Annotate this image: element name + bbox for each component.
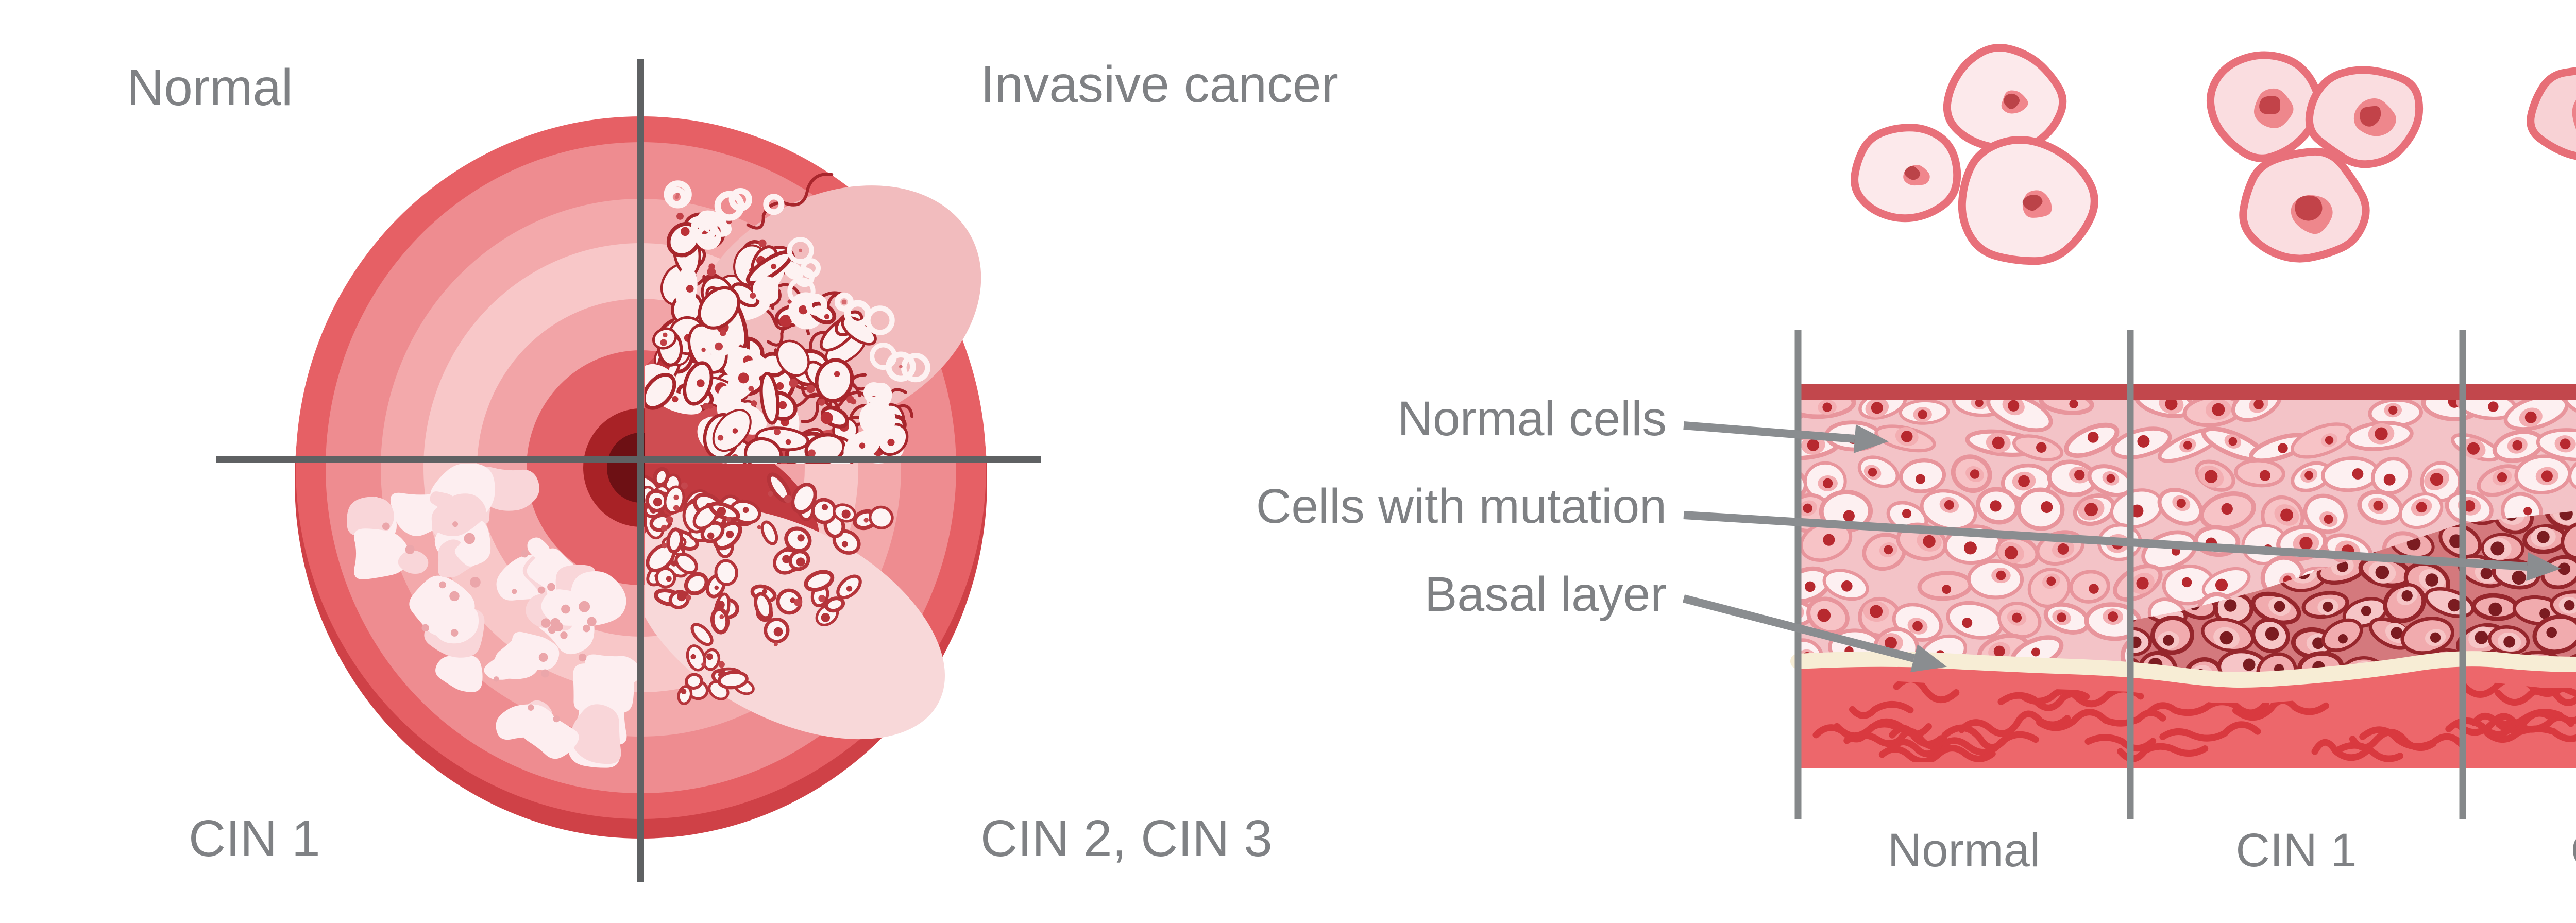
annotation-normal-cells: Normal cells xyxy=(1397,391,1667,446)
stage-label-cin2: CIN 2 xyxy=(2425,826,2576,876)
cell-cluster-cin2 xyxy=(2527,67,2576,160)
crosshair-vertical xyxy=(637,59,644,882)
annotation-basal-layer: Basal layer xyxy=(1425,567,1667,622)
quadrant-label-normal: Normal xyxy=(127,59,293,116)
quadrant-label-cin2-cin3: CIN 2, CIN 3 xyxy=(980,810,1273,867)
annotation-arrow xyxy=(1910,644,1947,673)
annotation-arrow xyxy=(2526,552,2561,581)
column-divider xyxy=(2127,330,2134,819)
column-divider xyxy=(2459,330,2466,819)
annotation-arrow xyxy=(1853,424,1889,453)
stage-label-cin1: CIN 1 xyxy=(2235,824,2357,877)
histology-panel xyxy=(1682,330,2576,819)
invasive-cancer-texture xyxy=(645,173,981,464)
cervix-circle xyxy=(216,59,1041,882)
quadrant-label-invasive-cancer: Invasive cancer xyxy=(980,56,1338,113)
quadrant-label-cin1: CIN 1 xyxy=(189,810,320,867)
cell-cluster-normal xyxy=(1851,44,2098,265)
cin1-texture xyxy=(346,464,637,768)
annotation-cells-with-mutation: Cells with mutation xyxy=(1256,479,1667,534)
cell-cluster-cin1 xyxy=(2206,51,2424,263)
stage-label-normal: Normal xyxy=(1887,824,2041,877)
column-divider xyxy=(1794,330,1802,819)
cin2-cin3-texture xyxy=(645,464,945,740)
surface-band xyxy=(1798,384,2576,400)
crosshair-horizontal xyxy=(216,456,1041,463)
basal-layer-line xyxy=(1790,651,2576,688)
